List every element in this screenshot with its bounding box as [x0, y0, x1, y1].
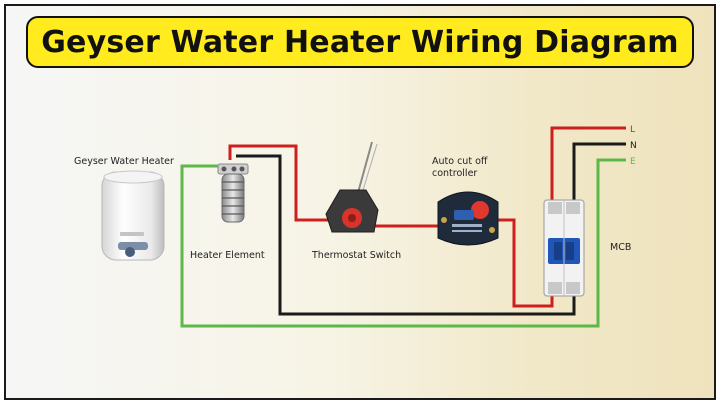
label-geyser: Geyser Water Heater — [74, 156, 174, 167]
terminal-earth: E — [630, 157, 636, 167]
earth-wire — [180, 158, 626, 328]
mcb — [543, 199, 585, 297]
diagram-canvas: Geyser Water Heater Wiring Diagram — [4, 4, 716, 400]
wiring-diagram: L N E — [101, 125, 637, 328]
auto-cut-off-controller — [437, 191, 499, 246]
neutral-wire — [236, 142, 626, 316]
terminal-live: L — [630, 125, 635, 135]
terminal-neutral: N — [630, 141, 637, 151]
label-mcb: MCB — [610, 242, 632, 253]
heater-element — [217, 163, 249, 223]
thermostat-switch — [325, 141, 379, 233]
label-auto-cut-line2: controller — [432, 168, 478, 179]
label-thermostat-switch: Thermostat Switch — [312, 250, 402, 261]
label-auto-cut-line1: Auto cut off — [432, 156, 488, 167]
title-banner: Geyser Water Heater Wiring Diagram — [26, 16, 694, 68]
geyser-tank — [101, 170, 165, 261]
live-wire — [228, 126, 626, 308]
diagram-title: Geyser Water Heater Wiring Diagram — [41, 24, 679, 60]
label-heater-element: Heater Element — [190, 250, 265, 261]
